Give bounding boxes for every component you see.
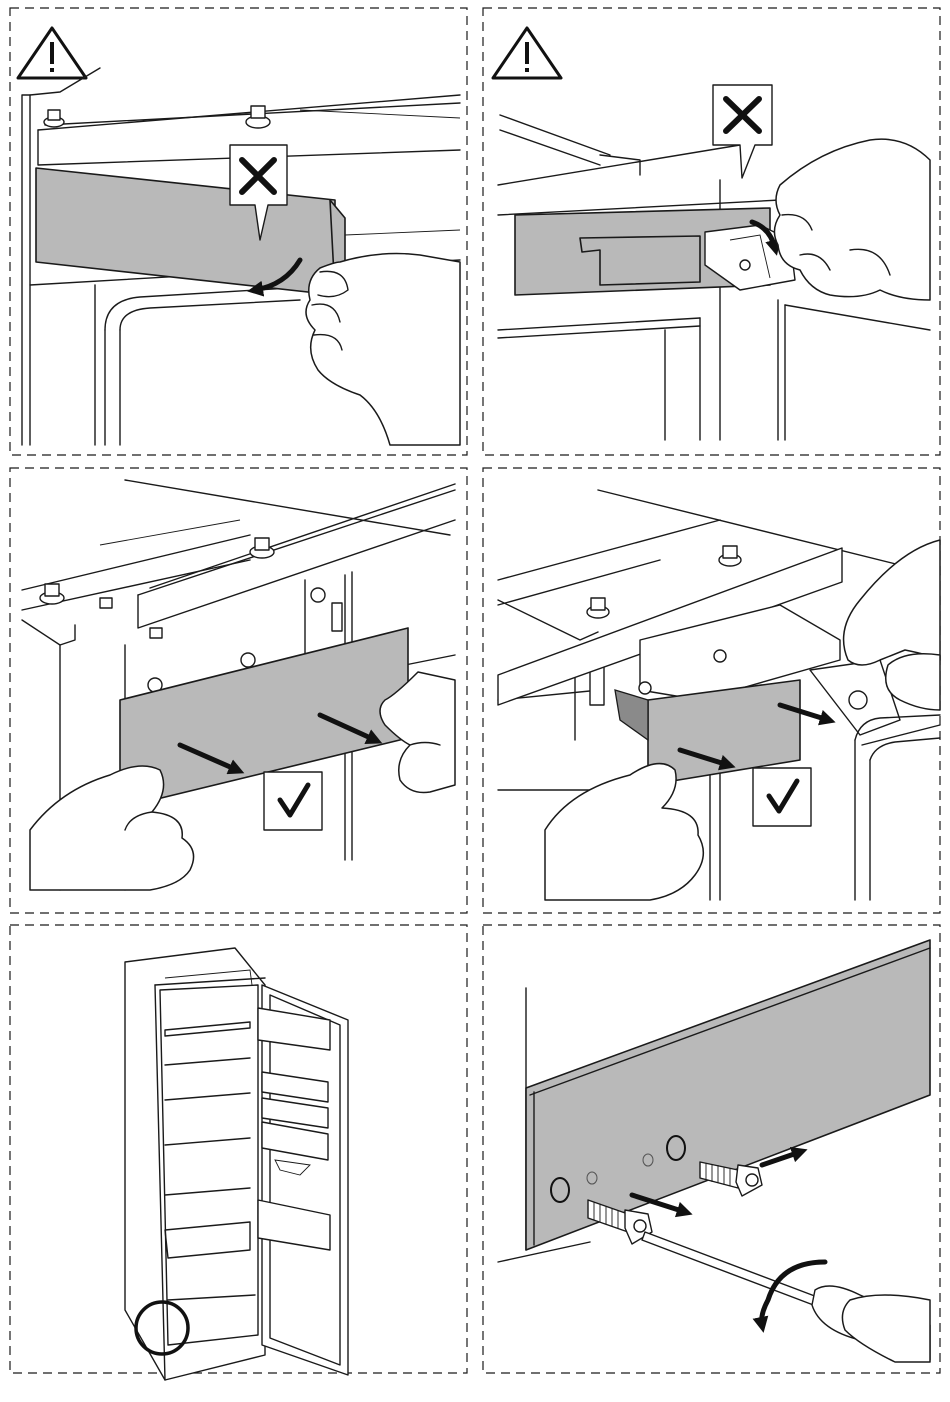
hand-icon — [545, 764, 703, 900]
step-3-panel — [10, 468, 467, 913]
hand-icon — [842, 1295, 930, 1362]
incorrect-badge — [713, 85, 772, 178]
nut-icon — [250, 538, 274, 558]
warning-triangle-icon — [493, 28, 561, 78]
cover-panel — [526, 940, 930, 1250]
screw-hole — [667, 1136, 685, 1160]
nut-icon — [40, 584, 64, 604]
nut-icon — [44, 110, 64, 127]
nut-icon — [719, 546, 741, 566]
hand-icon — [774, 139, 930, 300]
correct-badge — [264, 772, 322, 830]
screw-hole — [551, 1178, 569, 1202]
nut-icon — [246, 106, 270, 128]
correct-badge — [753, 768, 811, 826]
step-2-panel — [483, 8, 940, 455]
step-1-panel — [10, 8, 467, 455]
fridge-illustration — [125, 948, 348, 1380]
step-6-panel — [483, 925, 940, 1373]
hand-icon — [306, 254, 460, 445]
step-5-panel — [10, 925, 467, 1380]
warning-triangle-icon — [18, 28, 86, 78]
nut-icon — [587, 598, 609, 618]
step-4-panel — [483, 468, 940, 913]
hand-icon — [844, 540, 940, 665]
cover-panel-clip — [615, 690, 648, 740]
